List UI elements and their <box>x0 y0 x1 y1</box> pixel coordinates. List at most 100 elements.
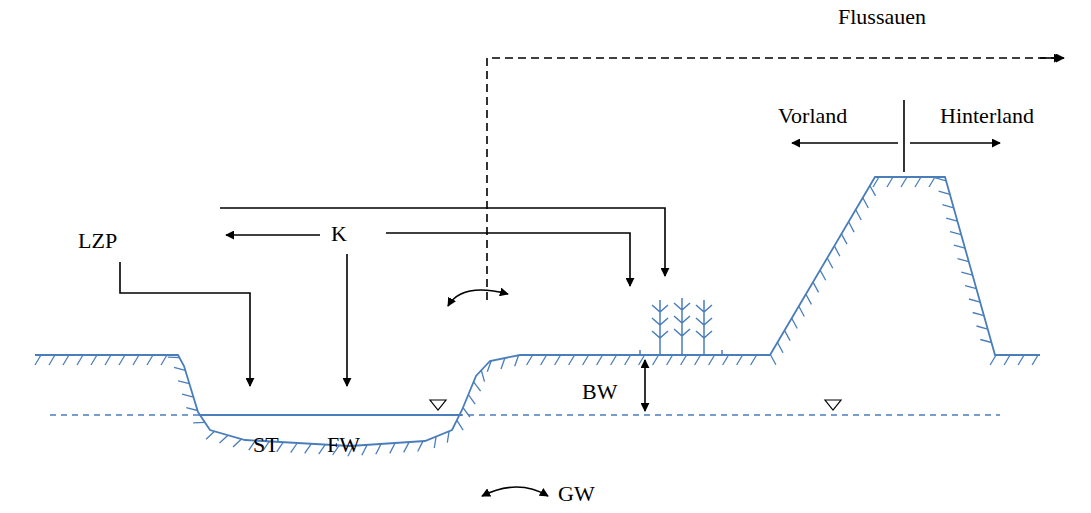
hatch-tick <box>820 270 826 280</box>
hatch-tick <box>501 358 505 369</box>
hatch-tick <box>147 355 153 365</box>
hatch-tick <box>119 355 125 365</box>
hatch-tick <box>319 445 326 455</box>
hatch-tick <box>481 370 484 381</box>
trees <box>640 298 722 355</box>
abbreviation-label: LZP <box>78 228 117 254</box>
hatch-tick <box>233 439 242 447</box>
water-level-symbol <box>825 400 841 410</box>
hatch-tick <box>639 355 645 365</box>
hatch-tick <box>785 330 791 340</box>
hatch-tick <box>841 234 847 244</box>
hatch-tick <box>834 246 840 256</box>
hatch-tick <box>611 355 617 365</box>
hatch-tick <box>1018 355 1024 365</box>
abbreviation-label: ST <box>253 432 279 458</box>
hatch-tick <box>468 395 475 404</box>
hatch-tick <box>969 299 980 302</box>
groundwater-level <box>50 414 1000 416</box>
hatch-tick <box>954 245 965 248</box>
hatch-tick <box>856 210 862 220</box>
region-label: Flussauen <box>838 4 926 30</box>
water-level-symbol <box>430 400 446 410</box>
hatch-tick <box>168 357 180 359</box>
hatch-tick <box>973 313 984 316</box>
hatch-tick <box>91 355 97 365</box>
hatch-tick <box>709 355 715 365</box>
hatch-tick <box>474 382 481 391</box>
region-label: Hinterland <box>940 103 1034 129</box>
hatch-tick <box>77 355 83 365</box>
hatch-tick <box>961 272 972 275</box>
hatch-tick <box>827 258 833 268</box>
hatch-tick <box>418 441 423 451</box>
hatch-tick <box>161 355 167 365</box>
hatch-tick <box>929 177 935 187</box>
hatch-tick <box>583 355 589 365</box>
hatch-tick <box>515 355 519 366</box>
hatch-tick <box>174 367 185 370</box>
hatch-tick <box>681 355 687 365</box>
hatch-tick <box>695 355 701 365</box>
hatch-tick <box>193 422 205 424</box>
leader-arrows <box>120 58 1064 496</box>
abbreviation-label: BW <box>582 379 617 405</box>
hatch-tick <box>887 177 893 187</box>
abbreviation-label: K <box>331 221 347 247</box>
hatch-tick <box>942 205 953 208</box>
hatch-tick <box>723 355 729 365</box>
region-label: Vorland <box>778 103 847 129</box>
hatch-tick <box>990 355 996 365</box>
hatch-tick <box>870 186 876 196</box>
hatch-tick <box>186 408 197 411</box>
hatch-tick <box>404 442 409 452</box>
hatch-tick <box>541 355 547 365</box>
hatch-tick <box>915 177 921 187</box>
hatch-tick <box>597 355 603 365</box>
hatch-tick <box>105 355 111 365</box>
hatch-tick <box>447 431 449 443</box>
hatch-tick <box>569 355 575 365</box>
hatch-tick <box>950 232 961 235</box>
hatch-tick <box>63 355 69 365</box>
hatch-tick <box>977 326 988 329</box>
hatch-tick <box>1032 355 1038 365</box>
hatch-tick <box>434 437 436 449</box>
hatch-tick <box>220 435 229 443</box>
hatch-tick <box>863 198 869 208</box>
terrain-line <box>35 177 1040 446</box>
abbreviation-label: GW <box>558 481 595 507</box>
hatch-tick <box>667 355 673 365</box>
hatch-tick <box>527 355 533 365</box>
hatch-tick <box>291 443 298 453</box>
hatch-tick <box>958 259 969 262</box>
hatch-tick <box>737 355 743 365</box>
hatch-tick <box>555 355 561 365</box>
water-surface <box>199 414 462 416</box>
hatch-tick <box>849 222 855 232</box>
hatch-tick <box>770 355 776 365</box>
hatch-tick <box>799 306 805 316</box>
hatch-tick <box>1004 355 1010 365</box>
ground-hatching <box>35 177 1038 456</box>
hatch-tick <box>901 177 907 187</box>
hatch-tick <box>362 445 367 455</box>
hatch-tick <box>376 444 381 454</box>
hatch-tick <box>49 355 55 365</box>
hatch-tick <box>653 355 659 365</box>
hatch-tick <box>35 355 41 365</box>
hatch-tick <box>792 318 798 328</box>
hatch-tick <box>206 431 215 439</box>
hatch-tick <box>133 355 139 365</box>
hatch-tick <box>457 420 463 430</box>
abbreviation-label: FW <box>327 432 360 458</box>
hatch-tick <box>813 282 819 292</box>
hatch-tick <box>751 355 757 365</box>
hatch-tick <box>625 355 631 365</box>
hatch-tick <box>806 294 812 304</box>
hatch-tick <box>980 340 991 343</box>
hatch-tick <box>390 443 395 453</box>
hatch-tick <box>305 444 312 454</box>
